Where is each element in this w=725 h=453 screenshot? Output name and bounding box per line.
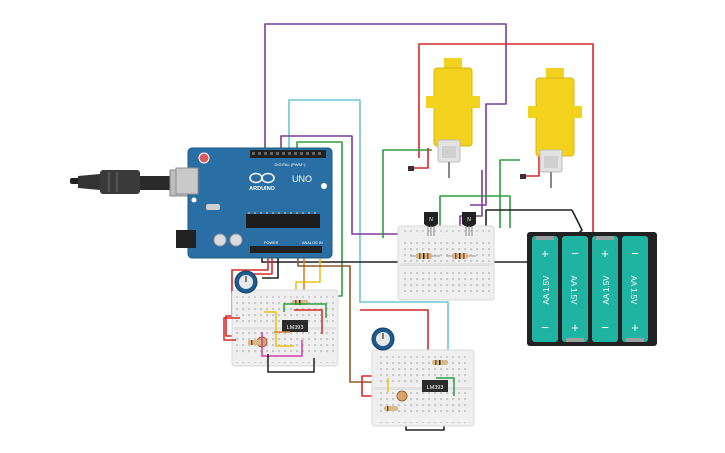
svg-text:−: − [631,246,639,261]
usb-port [175,167,199,195]
breadboard-bottom[interactable]: LM393 [371,327,475,427]
svg-text:−: − [541,320,549,335]
lm393-right-label: LM393 [427,385,444,391]
battery-cell-2: − + AA 1.5V [562,236,588,342]
breadboard-top[interactable]: N N [397,212,495,301]
svg-text:AA 1.5V: AA 1.5V [542,275,551,305]
breadboard-left[interactable]: LM393 [223,270,339,373]
svg-text:+: + [631,320,639,335]
battery-cell-1: + − AA 1.5V [532,236,558,342]
wire-brown[interactable] [297,246,382,383]
resistor[interactable] [446,253,476,259]
wire-yellow-a[interactable] [295,246,321,294]
transistor-2[interactable]: N [462,212,476,236]
arduino-logo [249,172,275,184]
wire-red-bb2b[interactable] [361,375,378,397]
analog-label: ANALOG IN [302,241,323,245]
lm393-chip-left[interactable]: LM393 [282,320,308,332]
digital-label: DIGITAL (PWM~) [275,162,307,167]
power-label: POWER [264,241,279,245]
wire-green-c[interactable] [499,159,520,228]
mounting-hole [321,183,327,189]
resistor[interactable] [432,360,448,365]
svg-text:AA 1.5V: AA 1.5V [602,275,611,305]
svg-text:−: − [571,246,579,261]
wire-green-d[interactable] [439,195,511,232]
wire-red-bb2[interactable] [360,309,429,360]
arduino-model: UNO [292,174,312,184]
svg-text:AA 1.5V: AA 1.5V [629,276,638,306]
potentiometer-left[interactable] [234,270,258,294]
transistor-1[interactable]: N [424,212,438,236]
arduino-brand: ARDUINO [249,186,275,192]
capacitor [213,233,227,247]
wires-back [225,23,594,431]
reset-button[interactable] [198,152,210,164]
wire-green-b[interactable] [382,149,432,238]
resistor[interactable] [384,406,398,411]
battery-pack[interactable]: + − AA 1.5V − + AA 1.5V + − AA 1.5V − + … [527,232,657,346]
transistor-2-label: N [467,217,471,223]
wire-red-motor2[interactable] [524,156,540,177]
svg-text:+: + [601,246,609,261]
svg-text:−: − [601,320,609,335]
wire-cyan-top[interactable] [288,99,449,363]
capacitor [229,233,243,247]
lm393-chip-right[interactable]: LM393 [422,380,448,392]
wire-red-top[interactable] [418,43,594,232]
potentiometer-right[interactable] [371,327,395,351]
resistor[interactable] [248,340,262,345]
wire-purple-top[interactable] [264,23,507,206]
lm393-left-label: LM393 [287,325,304,331]
battery-cell-3: + − AA 1.5V [592,236,618,342]
dc-motor-2[interactable] [520,68,582,188]
svg-text:+: + [571,320,579,335]
mounting-hole [191,197,197,203]
battery-cell-4: − + AA 1.5V [622,236,648,342]
atmega-chip [246,214,320,228]
svg-text:+: + [541,246,549,261]
wire-purple-mid[interactable] [280,135,413,235]
wire-battery-to-bb[interactable] [485,209,572,232]
resistor[interactable] [410,253,440,259]
transistor-1-label: N [429,217,433,223]
dc-motor-1[interactable] [408,58,480,178]
photoresistor-right[interactable] [396,390,408,402]
crystal [206,204,220,210]
svg-text:AA 1.5V: AA 1.5V [569,276,578,306]
wire-red-motor[interactable] [412,148,429,169]
arduino-uno-board[interactable]: DIGITAL (PWM~) ARDUINO UNO POWER ANALOG … [175,147,333,259]
power-analog-header[interactable] [250,246,322,253]
power-jack [176,230,196,248]
